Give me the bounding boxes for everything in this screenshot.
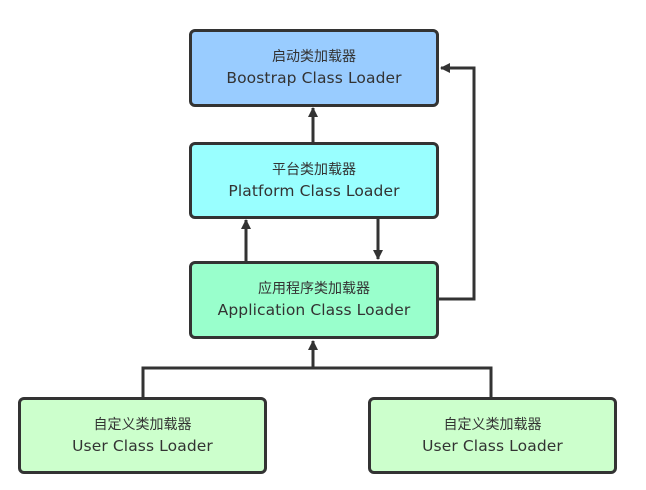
bootstrap-class-loader-node: 启动类加载器 Boostrap Class Loader — [189, 29, 439, 107]
node-label-en: User Class Loader — [422, 436, 563, 455]
user-class-loader-node-right: 自定义类加载器 User Class Loader — [368, 397, 617, 474]
node-label-cn: 启动类加载器 — [272, 49, 356, 65]
node-label-en: Application Class Loader — [217, 301, 411, 319]
node-label-en: Platform Class Loader — [228, 181, 400, 200]
platform-class-loader-node: 平台类加载器 Platform Class Loader — [189, 142, 439, 219]
node-label-en: Boostrap Class Loader — [226, 69, 402, 87]
edge-user1-to-application — [141, 366, 313, 397]
edge-application-to-bootstrap — [439, 63, 476, 301]
application-class-loader-node: 应用程序类加载器 Application Class Loader — [189, 261, 439, 339]
node-label-cn: 自定义类加载器 — [443, 416, 542, 433]
node-label-cn: 平台类加载器 — [272, 161, 356, 178]
node-label-cn: 应用程序类加载器 — [258, 281, 370, 297]
node-label-cn: 自定义类加载器 — [93, 416, 192, 433]
edge-user2-to-application — [313, 366, 493, 397]
node-label-en: User Class Loader — [72, 436, 213, 455]
user-class-loader-node-left: 自定义类加载器 User Class Loader — [18, 397, 267, 474]
